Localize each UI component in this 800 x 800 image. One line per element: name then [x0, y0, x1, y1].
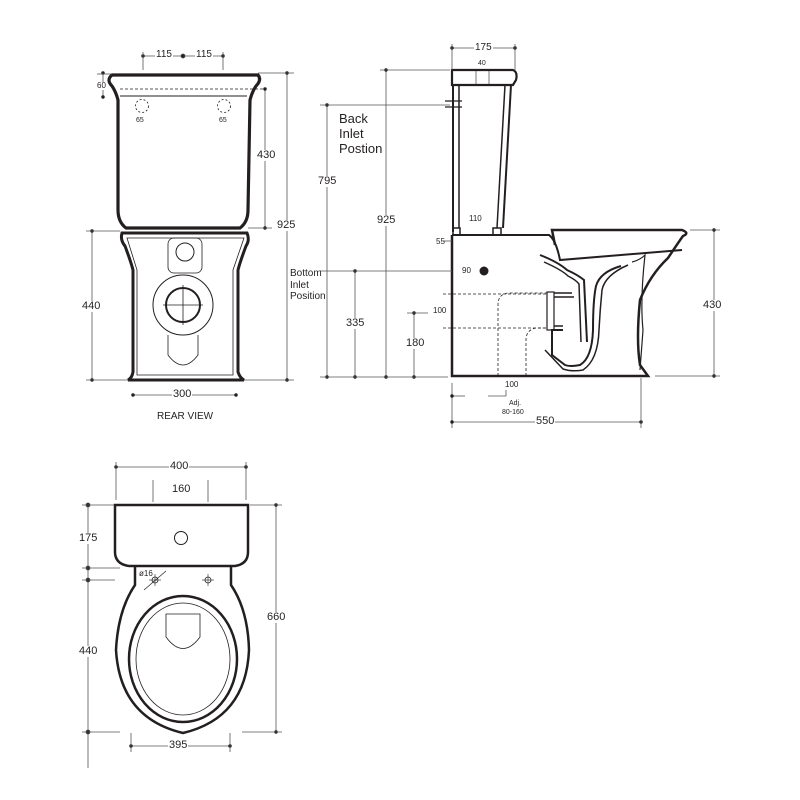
side-view-pan [443, 228, 688, 378]
dim-plan-pan-width: 395 [168, 739, 189, 751]
dim-rear-inlet-spacing-left: 115 [155, 49, 173, 60]
dim-plan-cistern-width: 400 [169, 460, 190, 472]
dim-side-bottom-inlet-height: 335 [345, 317, 366, 329]
rear-view-caption: REAR VIEW [156, 411, 215, 422]
rear-view-cistern [107, 73, 265, 230]
bottom-inlet-position-label: Bottom Inlet Position [290, 268, 326, 302]
side-view-cistern [445, 68, 518, 236]
dim-rear-top-lip: 60 [96, 81, 107, 90]
dim-rear-cistern-height: 430 [256, 149, 277, 161]
adjustable-label: Adj. [509, 400, 522, 407]
dim-side-cistern-base: 110 [469, 214, 482, 223]
back-inlet-position-label: Back Inlet Postion [339, 111, 383, 156]
dim-rear-total-height: 925 [276, 219, 297, 231]
dim-plan-pan-length: 440 [78, 645, 99, 657]
dim-plan-seat-hole-dia: ø16 [139, 569, 153, 578]
dim-side-back-inlet-height: 795 [317, 175, 338, 187]
adjustable-range: 80-160 [502, 409, 524, 416]
plan-view-outline [113, 503, 251, 735]
dim-side-total-height: 925 [376, 214, 397, 226]
dim-rear-inlet-dia-right: 65 [219, 117, 227, 124]
dim-side-pan-height: 430 [702, 299, 723, 311]
dim-side-outlet-dia: 100 [433, 306, 447, 315]
dim-side-outlet-height: 180 [405, 337, 426, 349]
dim-plan-cistern-depth: 175 [78, 532, 99, 544]
dim-side-pan-lip: 55 [436, 237, 445, 246]
dim-plan-fixing-spacing: 160 [172, 483, 191, 495]
dim-side-lid-button: 40 [478, 60, 486, 67]
dim-rear-base-width: 300 [172, 388, 193, 400]
dim-rear-inlet-spacing-right: 115 [195, 49, 213, 60]
rear-view-pan [119, 231, 250, 382]
dim-side-outlet-set: 100 [504, 380, 520, 389]
dim-plan-total-length: 660 [266, 611, 287, 623]
dim-side-bottom-inlet-offset: 90 [461, 266, 472, 275]
dim-rear-inlet-dia-left: 65 [136, 117, 144, 124]
dim-rear-pan-height: 440 [81, 300, 102, 312]
dim-side-total-depth: 550 [535, 415, 556, 427]
dim-side-cistern-depth: 175 [474, 42, 493, 53]
